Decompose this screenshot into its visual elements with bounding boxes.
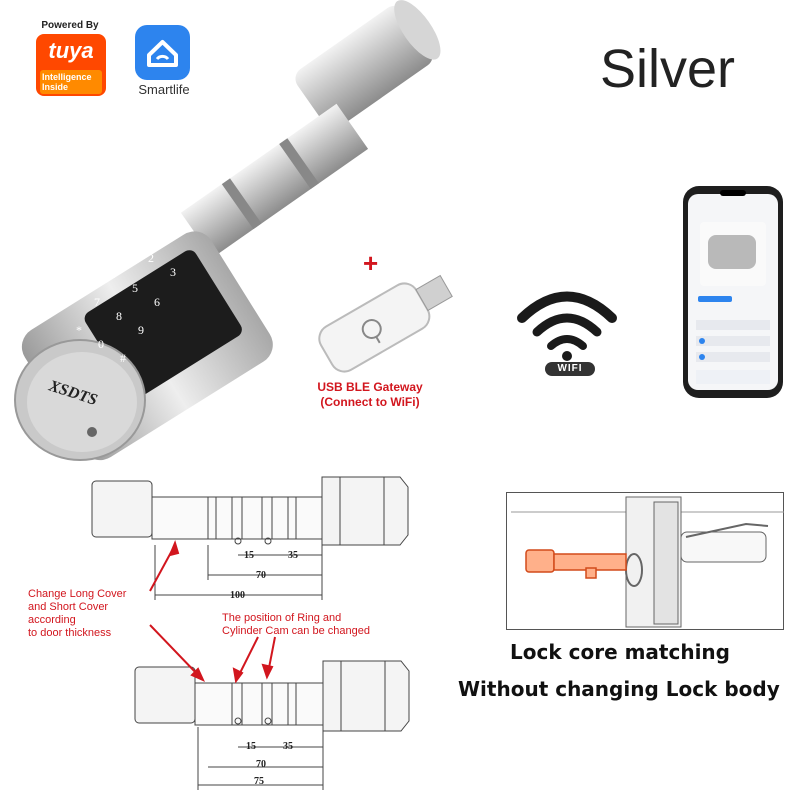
keyhole bbox=[87, 427, 97, 437]
usb-gateway-line1: USB BLE Gateway bbox=[317, 380, 423, 394]
wifi-label: WIFI bbox=[545, 362, 595, 376]
dim-bottom-35: 35 bbox=[283, 741, 293, 752]
dim-top-100: 100 bbox=[230, 590, 245, 601]
key-2: 2 bbox=[148, 251, 154, 265]
powered-by-text: Powered By bbox=[41, 20, 99, 31]
tuya-sub-line2: Inside bbox=[42, 82, 69, 92]
dim-bottom-15: 15 bbox=[246, 741, 256, 752]
caption-line2: Without changing Lock body bbox=[458, 677, 780, 701]
door-install-image bbox=[506, 492, 784, 630]
key-6: 6 bbox=[154, 295, 160, 309]
key-4: 4 bbox=[110, 267, 116, 281]
smart-lock-image: XSDTS 1 2 3 4 5 6 7 8 9 * 0 # bbox=[14, 0, 783, 461]
plus-sign: + bbox=[363, 248, 379, 278]
key-9: 9 bbox=[138, 323, 144, 337]
tuya-strip: Intelligence Inside bbox=[40, 70, 102, 94]
key-hash: # bbox=[120, 351, 126, 365]
dim-bottom-75: 75 bbox=[254, 776, 264, 787]
dimension-diagram bbox=[91, 476, 410, 790]
tuya-logo: tuya Intelligence Inside bbox=[36, 34, 106, 96]
caption-line1: Lock core matching bbox=[510, 640, 730, 664]
tuya-brand-text: tuya bbox=[48, 38, 94, 63]
usb-gateway-line2: (Connect to WiFi) bbox=[320, 395, 420, 409]
tuya-badge: Powered By tuya Intelligence Inside bbox=[30, 20, 110, 100]
key-star: * bbox=[76, 323, 82, 337]
tuya-sub-line1: Intelligence bbox=[42, 72, 92, 82]
annotation-ring: The position of Ring and Cylinder Cam ca… bbox=[222, 612, 370, 637]
dim-top-15: 15 bbox=[244, 550, 254, 561]
dim-top-35: 35 bbox=[288, 550, 298, 561]
smartlife-label: Smartlife bbox=[138, 82, 190, 97]
dim-bottom-70: 70 bbox=[256, 759, 266, 770]
annotation-cover: Change Long Cover and Short Cover accord… bbox=[28, 588, 127, 639]
key-7: 7 bbox=[94, 295, 100, 309]
key-8: 8 bbox=[116, 309, 122, 323]
key-5: 5 bbox=[132, 281, 138, 295]
key-1: 1 bbox=[126, 237, 132, 251]
key-3: 3 bbox=[170, 265, 176, 279]
page-title: Silver bbox=[600, 39, 736, 99]
usb-gateway-label: USB BLE Gateway (Connect to WiFi) bbox=[305, 380, 435, 410]
smartlife-home-icon bbox=[135, 25, 190, 80]
usb-gateway-image bbox=[318, 274, 453, 373]
wifi-icon bbox=[517, 291, 617, 361]
key-0: 0 bbox=[98, 337, 104, 351]
phone-image bbox=[683, 186, 783, 398]
dim-top-70: 70 bbox=[256, 570, 266, 581]
